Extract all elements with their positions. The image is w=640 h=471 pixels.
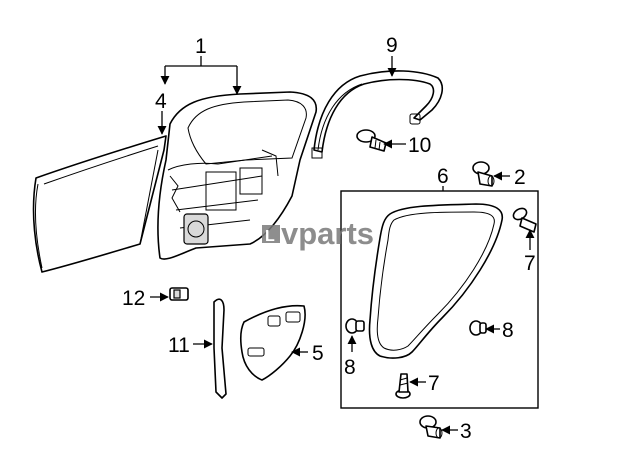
callout-5: 5 <box>312 342 324 365</box>
callout-6: 6 <box>437 165 449 188</box>
clip-lower <box>419 415 443 439</box>
watermark-logo-mark <box>262 225 280 243</box>
callout-4: 4 <box>155 90 167 113</box>
clip-upper <box>472 161 495 187</box>
callout-11: 11 <box>168 334 190 357</box>
pin-right <box>469 320 487 336</box>
stopper-clip <box>169 287 189 301</box>
weatherstrip-group-box <box>340 190 539 409</box>
callout-labels: 1 4 9 10 2 6 7 8 8 7 3 12 11 5 <box>122 34 536 443</box>
callout-8-left: 8 <box>344 356 356 379</box>
callout-7-lower: 7 <box>428 372 440 395</box>
rear-door-frame <box>157 91 318 260</box>
door-outer-panel <box>32 135 167 273</box>
callout-9: 9 <box>386 34 398 57</box>
callout-12: 12 <box>122 287 145 310</box>
callout-10: 10 <box>408 134 431 157</box>
watermark-text: vparts <box>281 216 374 251</box>
callout-1: 1 <box>195 35 207 58</box>
door-check-strip <box>213 298 227 399</box>
leader-lines <box>150 56 535 435</box>
callout-8-right: 8 <box>502 319 514 342</box>
callout-3: 3 <box>460 420 472 443</box>
service-hole-cover <box>239 304 306 381</box>
glass-run-channel <box>311 70 444 159</box>
callout-2: 2 <box>514 166 526 189</box>
watermark: L vparts <box>262 216 374 251</box>
pin-left <box>345 318 365 334</box>
weatherstrip-clip-lower <box>395 373 411 399</box>
weatherstrip-clip-upper <box>512 207 537 233</box>
watermark-logo-letter: L <box>265 228 275 245</box>
callout-7-upper: 7 <box>524 252 536 275</box>
screw <box>356 129 387 152</box>
door-weatherstrip <box>368 203 504 359</box>
